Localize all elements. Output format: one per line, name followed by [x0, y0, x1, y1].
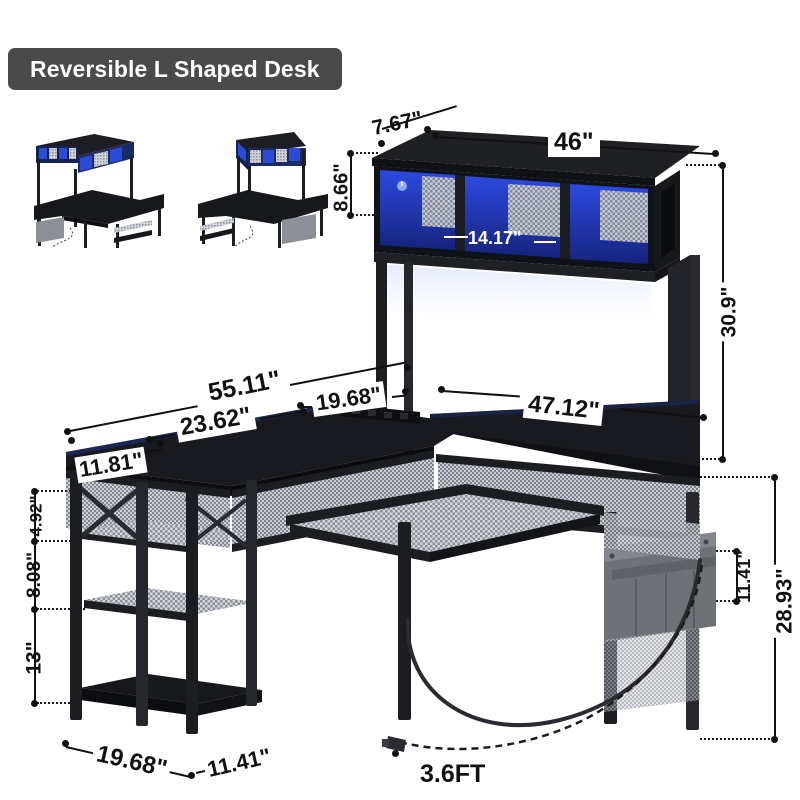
leg-left-front — [70, 470, 82, 720]
title-banner: Reversible L Shaped Desk — [8, 48, 342, 90]
dim-shelf-gap-bottom: 13" — [22, 641, 46, 675]
hutch-top-board — [372, 130, 700, 178]
power-plug — [386, 736, 406, 752]
power-cord — [405, 558, 702, 727]
dim-shelf-gap-top: 4.92" — [26, 495, 46, 537]
dim-hutch-shelf-height: 8.66" — [330, 163, 353, 212]
shelf-bottom-board — [80, 674, 262, 704]
dim-storage-bag-height: 11.41" — [733, 550, 754, 603]
under-desk-shelf — [290, 492, 600, 552]
leg-left-back — [136, 482, 148, 726]
dim-hutch-cubby-width: 14.17" — [468, 228, 522, 248]
leg-mid-front — [186, 492, 198, 734]
mesh-panel-front-left — [232, 456, 434, 552]
desk-top-left — [66, 404, 470, 486]
thumbnail-orientation-left — [22, 128, 172, 253]
power-cord-measure — [399, 559, 704, 751]
desk-top-right — [430, 400, 700, 466]
dim-hutch-post-height: 30.9" — [717, 282, 742, 342]
leg-corner — [398, 522, 411, 720]
dim-shelf-gap-mid: 8.08" — [24, 552, 45, 598]
dim-power-cord-length: 3.6FT — [420, 760, 486, 788]
thumbnail-orientation-right — [190, 126, 340, 254]
dim-desk-total-height: 28.93" — [771, 564, 798, 638]
banner-title: Reversible L Shaped Desk — [30, 55, 320, 82]
hutch-post-left — [376, 260, 387, 455]
shelf-mesh-middle — [84, 588, 256, 614]
dim-hutch-width: 46" — [548, 128, 600, 157]
shelf-mesh-upper — [74, 520, 248, 546]
cross-brace — [78, 486, 142, 542]
